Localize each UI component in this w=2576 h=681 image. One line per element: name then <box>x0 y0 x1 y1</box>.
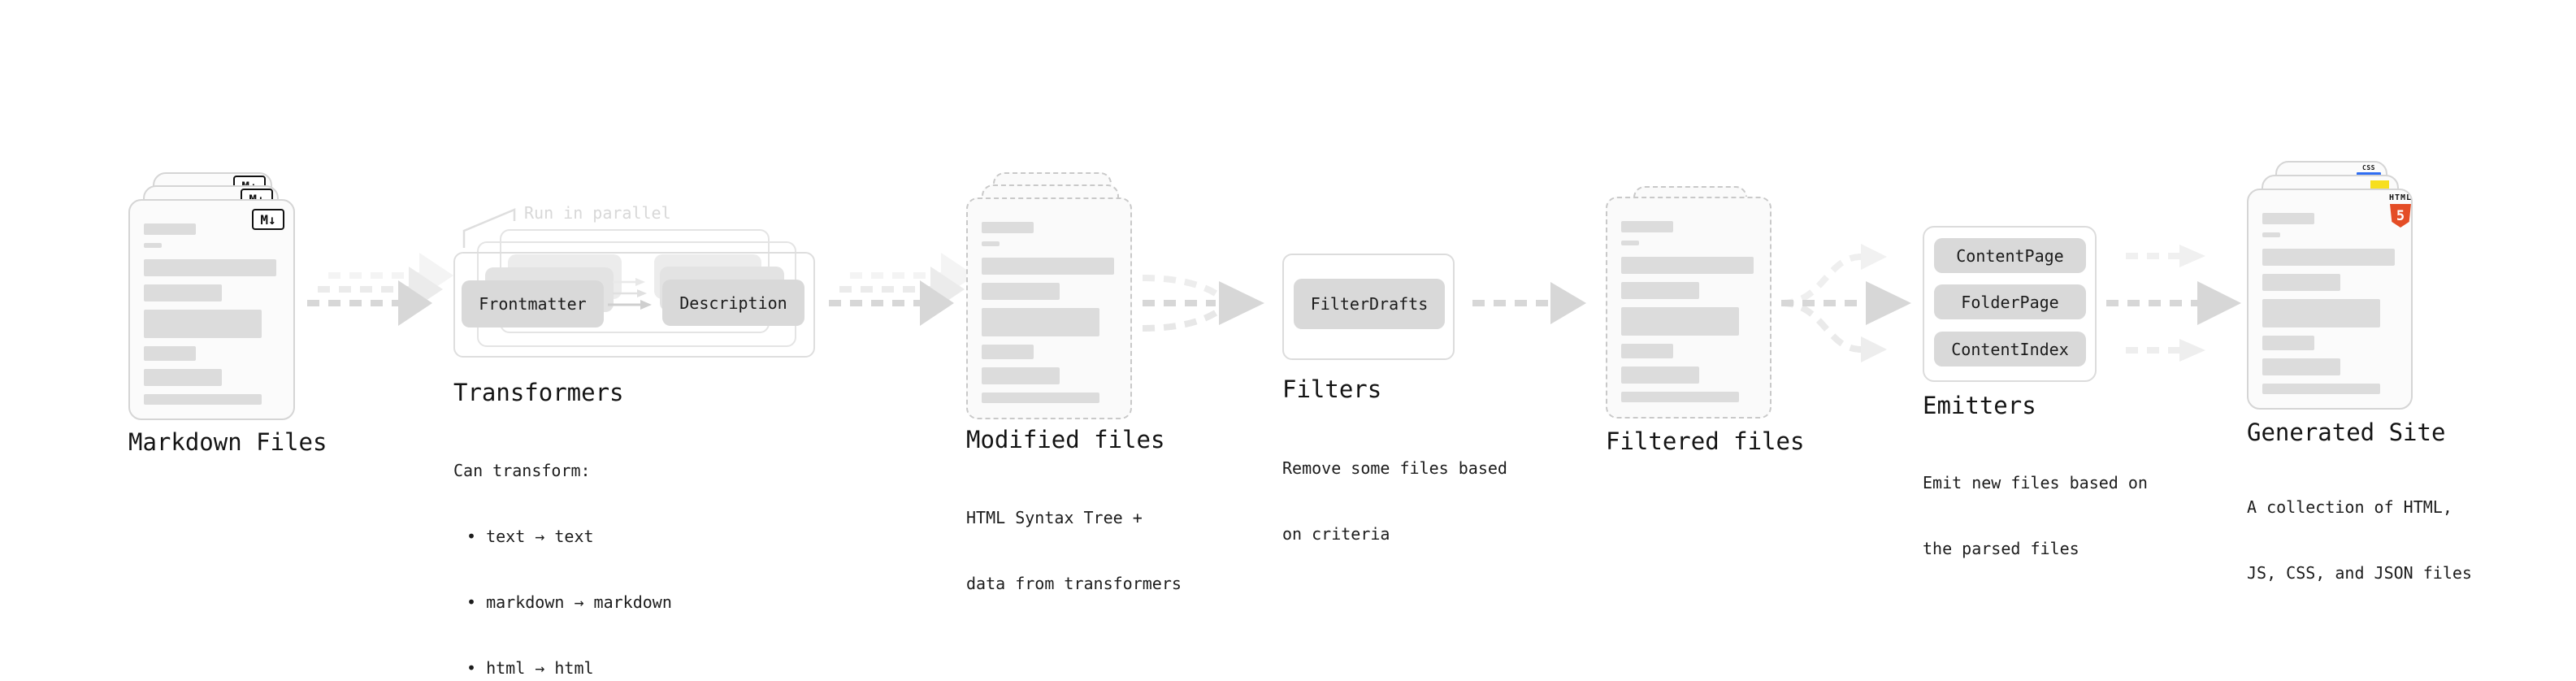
content-bar <box>144 394 262 405</box>
markdown-file-card-front: M↓ <box>128 199 295 420</box>
content-bar <box>2262 384 2380 394</box>
content-bar <box>2262 274 2340 291</box>
content-bar <box>982 308 1099 336</box>
content-bar <box>1621 241 1639 245</box>
content-bar <box>144 223 196 235</box>
html5-icon-word: HTML <box>2388 193 2413 202</box>
content-bar <box>1621 282 1699 299</box>
html5-icon: HTML 5 <box>2381 194 2420 228</box>
html5-icon-number: 5 <box>2396 207 2405 224</box>
filters-caption-line: on criteria <box>1282 524 1390 544</box>
flow-arrows-emitters-to-generated <box>2106 245 2241 362</box>
content-bar <box>982 367 1060 384</box>
content-bar <box>144 310 262 338</box>
css-icon-label: CSS <box>2362 164 2375 171</box>
modified-caption-line: data from transformers <box>966 574 1182 593</box>
content-bar <box>982 222 1034 233</box>
generated-html-file-card: HTML 5 <box>2247 189 2413 410</box>
markdown-icon-label: M↓ <box>260 211 276 228</box>
transformers-bullet: • html → html <box>466 658 594 678</box>
transformer-run-box-front <box>453 252 815 358</box>
content-bar <box>2262 336 2314 350</box>
flow-arrow-filtered-to-emitters <box>1780 244 1911 362</box>
filters-caption-line: Remove some files based <box>1282 458 1507 478</box>
markdown-files-label: Markdown Files <box>128 428 327 456</box>
content-bar <box>1621 367 1699 384</box>
document-content-bars <box>982 222 1114 403</box>
transformer-parallel-arrows <box>608 278 652 310</box>
modified-caption-line: HTML Syntax Tree + <box>966 508 1143 527</box>
run-in-parallel-leader-line <box>462 208 516 248</box>
css-icon-bar <box>2357 172 2381 176</box>
transformers-caption: Can transform: • text → text • markdown … <box>453 416 672 681</box>
content-bar <box>2262 213 2314 224</box>
transformers-bullet: • text → text <box>466 527 594 546</box>
transformer-frontmatter-button: Frontmatter <box>462 280 604 327</box>
modified-files-label: Modified files <box>966 426 1165 453</box>
flow-arrow-filters-to-filtered <box>1472 282 1586 324</box>
filters-label: Filters <box>1282 375 1382 403</box>
emitter-content-index-button: ContentIndex <box>1934 332 2086 367</box>
content-bar <box>144 369 222 386</box>
flow-arrow-transformers-to-modified <box>829 253 975 326</box>
filters-caption: Remove some files based on criteria <box>1282 414 1507 589</box>
filtered-files-label: Filtered files <box>1606 427 1805 455</box>
content-bar <box>1621 257 1754 274</box>
generated-caption-line: JS, CSS, and JSON files <box>2247 563 2472 583</box>
css-file-icon: CSS <box>2357 165 2381 176</box>
filter-drafts-button: FilterDrafts <box>1294 279 1445 329</box>
content-bar <box>982 345 1034 359</box>
content-bar <box>144 284 222 301</box>
content-bar <box>982 258 1114 275</box>
markdown-icon: M↓ <box>252 209 284 230</box>
document-content-bars <box>1621 221 1754 402</box>
generated-site-label: Generated Site <box>2247 419 2446 446</box>
content-bar <box>2262 358 2340 375</box>
transformers-label: Transformers <box>453 379 624 406</box>
emitter-content-page-button: ContentPage <box>1934 238 2086 273</box>
emitters-caption-line: Emit new files based on <box>1923 473 2148 492</box>
generated-site-caption: A collection of HTML, JS, CSS, and JSON … <box>2247 453 2472 628</box>
content-bar <box>144 346 196 361</box>
flow-arrow-markdown-to-transformers <box>307 253 453 326</box>
transformer-description-button: Description <box>662 280 804 326</box>
content-bar <box>982 393 1099 403</box>
emitters-caption: Emit new files based on the parsed files <box>1923 428 2148 604</box>
content-bar <box>982 241 1000 246</box>
run-in-parallel-note: Run in parallel <box>524 203 671 223</box>
transformers-caption-title: Can transform: <box>453 461 591 480</box>
content-bar <box>2262 299 2380 327</box>
content-bar <box>2262 232 2280 237</box>
content-bar <box>144 259 276 276</box>
filtered-file-card-front <box>1606 197 1772 419</box>
modified-file-card-front <box>966 197 1132 419</box>
transformers-bullet: • markdown → markdown <box>466 592 672 612</box>
emitters-caption-line: the parsed files <box>1923 539 2079 558</box>
content-bar <box>144 243 162 248</box>
js-file-icon <box>2370 180 2389 189</box>
flow-arrow-modified-to-filters <box>1142 275 1264 332</box>
generated-caption-line: A collection of HTML, <box>2247 497 2452 517</box>
content-bar <box>1621 221 1673 232</box>
emitters-label: Emitters <box>1923 392 2036 419</box>
content-bar <box>982 283 1060 300</box>
emitter-folder-page-button: FolderPage <box>1934 284 2086 319</box>
document-content-bars <box>2262 213 2395 394</box>
content-bar <box>1621 392 1739 402</box>
content-bar <box>1621 344 1673 358</box>
modified-files-caption: HTML Syntax Tree + data from transformer… <box>966 463 1182 639</box>
document-content-bars <box>144 223 276 405</box>
content-bar <box>2262 249 2395 266</box>
content-bar <box>1621 307 1739 336</box>
